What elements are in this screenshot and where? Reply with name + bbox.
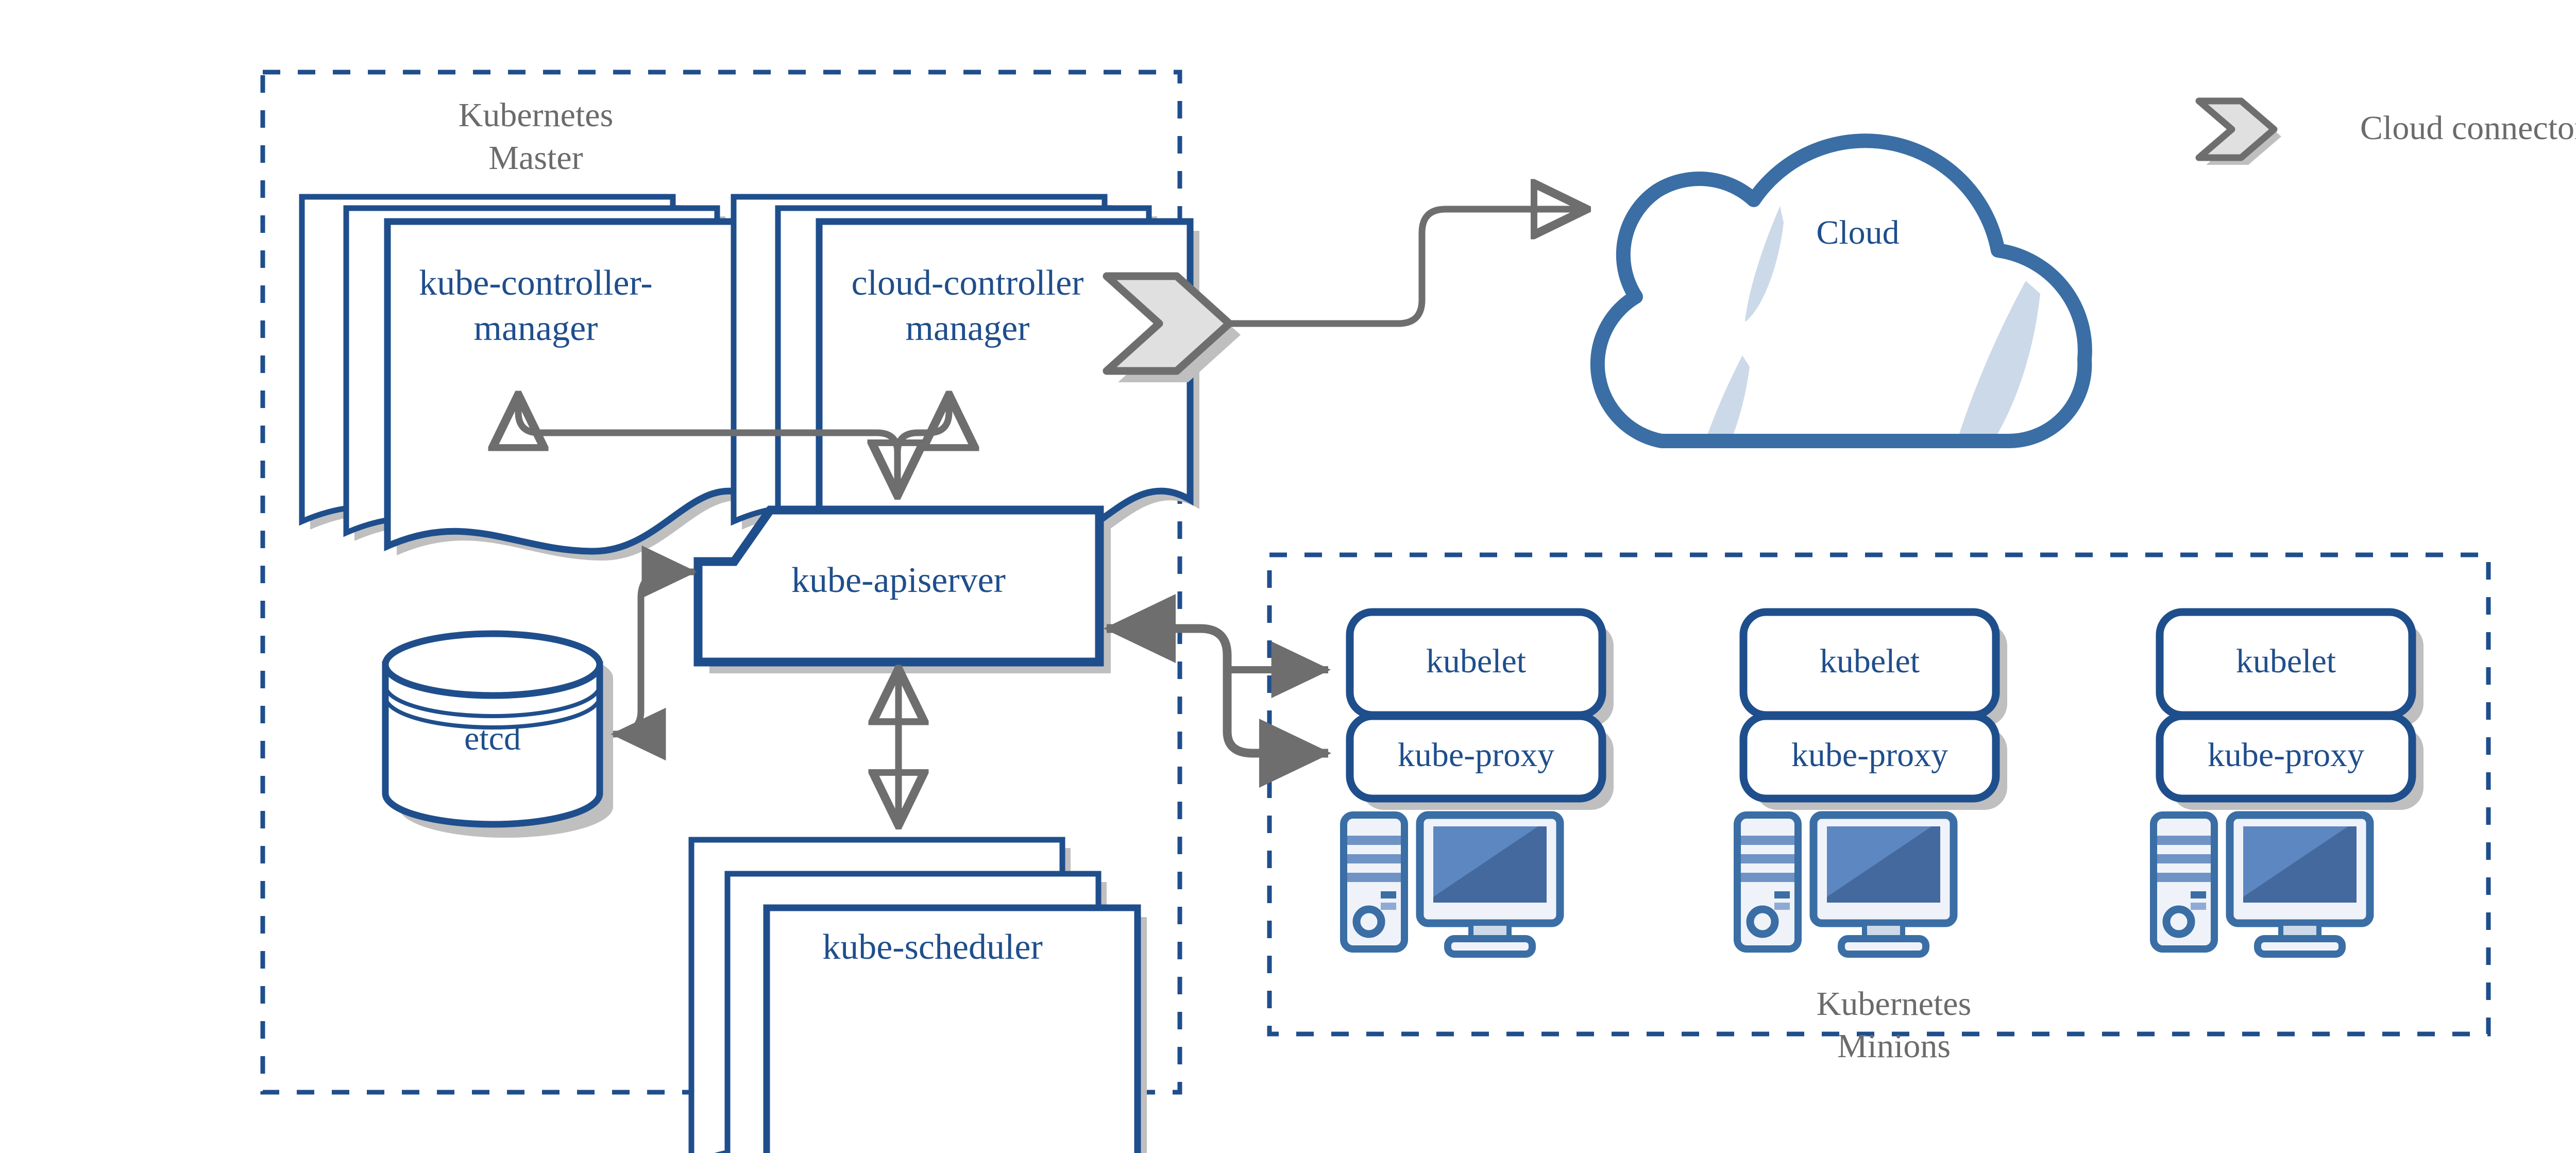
node-kube-scheduler[interactable]: kube-scheduler: [691, 840, 1147, 1153]
node-kube-controller-manager[interactable]: kube-controller- manager: [302, 197, 768, 561]
etcd-top-ellipse: [382, 630, 603, 699]
node-etcd[interactable]: etcd: [382, 630, 613, 838]
node-cloud-controller-manager[interactable]: cloud-controller manager: [734, 197, 1199, 561]
kube-apiserver-box: [693, 505, 1104, 667]
edge-apiserver-etcd: [611, 545, 697, 761]
cloud-label: Cloud: [1816, 214, 1899, 251]
minion-1-kube-proxy[interactable]: kube-proxy: [1346, 712, 1614, 810]
minion-1-kubelet[interactable]: kubelet: [1346, 608, 1614, 726]
minion-2-kube-proxy-label: kube-proxy: [1791, 736, 1948, 774]
minion-3-desktop-computer-icon: [2150, 811, 2374, 958]
legend-cloud-connector-label: Cloud connector: [2360, 109, 2576, 147]
etcd-ring-2: [383, 696, 602, 730]
edge-apiserver-to-controller-managers: [518, 396, 949, 495]
cloud-controller-manager-label-line1: cloud-controller: [852, 263, 1084, 303]
minion-2-kubelet-label: kubelet: [1820, 642, 1920, 680]
minions-dashed-border: [1267, 552, 2491, 1037]
node-kube-apiserver[interactable]: kube-apiserver: [693, 505, 1111, 673]
minion-2-kubelet[interactable]: kubelet: [1739, 608, 2007, 726]
minion-3-kube-proxy-label: kube-proxy: [2208, 736, 2364, 774]
legend-cloud-connector: Cloud connector: [2195, 97, 2576, 165]
minions-group-label-line1: Kubernetes: [1817, 985, 1972, 1023]
edge-apiserver-to-minion1: [1103, 594, 1332, 788]
cloud-connector-icon[interactable]: [1103, 272, 1241, 382]
minion-1-kube-proxy-label: kube-proxy: [1398, 736, 1554, 774]
minion-2-kube-proxy[interactable]: kube-proxy: [1739, 712, 2007, 810]
master-group-label-line2: Master: [488, 139, 583, 177]
master-group-label-line1: Kubernetes: [459, 96, 614, 134]
legend-chevron-connector-icon: [2195, 97, 2281, 165]
minion-3: kubelet kube-proxy: [2150, 608, 2424, 958]
kube-apiserver-label: kube-apiserver: [791, 561, 1006, 600]
minion-1: kubelet kube-proxy: [1340, 608, 1614, 958]
group-kubernetes-minions: Kubernetes Minions: [1267, 552, 2491, 1065]
minion-2: kubelet kube-proxy: [1734, 608, 2007, 958]
kube-scheduler-label: kube-scheduler: [822, 927, 1043, 967]
minions-group-label-line2: Minions: [1837, 1027, 1951, 1065]
edge-cloud-controller-to-cloud: [1229, 209, 1586, 327]
etcd-label: etcd: [464, 720, 521, 757]
minion-1-kubelet-label: kubelet: [1426, 642, 1526, 680]
cloud-controller-manager-label-line2: manager: [906, 309, 1030, 348]
minion-1-desktop-computer-icon: [1340, 811, 1564, 958]
minion-3-kubelet-label: kubelet: [2236, 642, 2336, 680]
cloud-body: [1597, 141, 2085, 442]
kube-controller-manager-label-line2: manager: [474, 309, 598, 348]
node-cloud[interactable]: Cloud: [1590, 133, 2101, 495]
kube-controller-manager-label-line1: kube-controller-: [419, 263, 652, 303]
minion-3-kubelet[interactable]: kubelet: [2156, 608, 2424, 726]
edge-apiserver-kube-proxy: [1103, 594, 1332, 788]
cloud-outline: [1590, 133, 2092, 448]
minion-2-desktop-computer-icon: [1734, 811, 1958, 958]
minion-3-kube-proxy[interactable]: kube-proxy: [2156, 712, 2424, 810]
etcd-ring-1: [383, 685, 602, 718]
